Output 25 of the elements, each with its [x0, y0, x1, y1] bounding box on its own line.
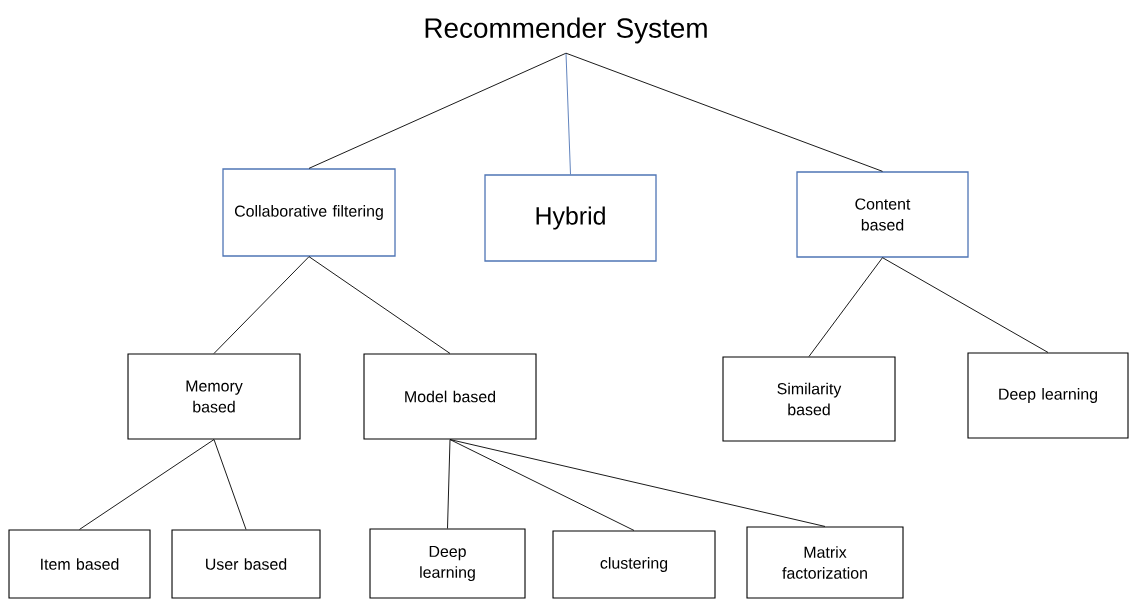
- connector-line: [447, 439, 451, 529]
- category-box: Deep learning: [967, 352, 1129, 439]
- connector-line: [565, 52, 883, 172]
- connector-line: [565, 52, 571, 175]
- category-box: Model based: [363, 353, 537, 440]
- category-box: Collaborative filtering: [222, 168, 396, 257]
- connector-line: [213, 439, 247, 530]
- connector-line: [213, 256, 310, 354]
- connector-line: [79, 439, 215, 530]
- category-box: Memory based: [127, 353, 301, 440]
- diagram-title: Recommender System: [425, 17, 707, 44]
- connector-line: [449, 439, 826, 527]
- category-box: Similarity based: [722, 356, 896, 442]
- connector-line: [308, 52, 567, 169]
- connector-line: [308, 256, 451, 354]
- category-box: Matrix factorization: [746, 526, 904, 599]
- category-box: Item based: [8, 529, 151, 599]
- category-box: User based: [171, 529, 321, 599]
- category-box: Deep learning: [369, 528, 526, 599]
- category-box: Content based: [796, 171, 969, 258]
- category-box: Hybrid: [484, 174, 657, 262]
- connector-line: [449, 439, 635, 531]
- category-box: clustering: [552, 530, 716, 599]
- connector-line: [882, 257, 1049, 353]
- connector-line: [808, 257, 883, 357]
